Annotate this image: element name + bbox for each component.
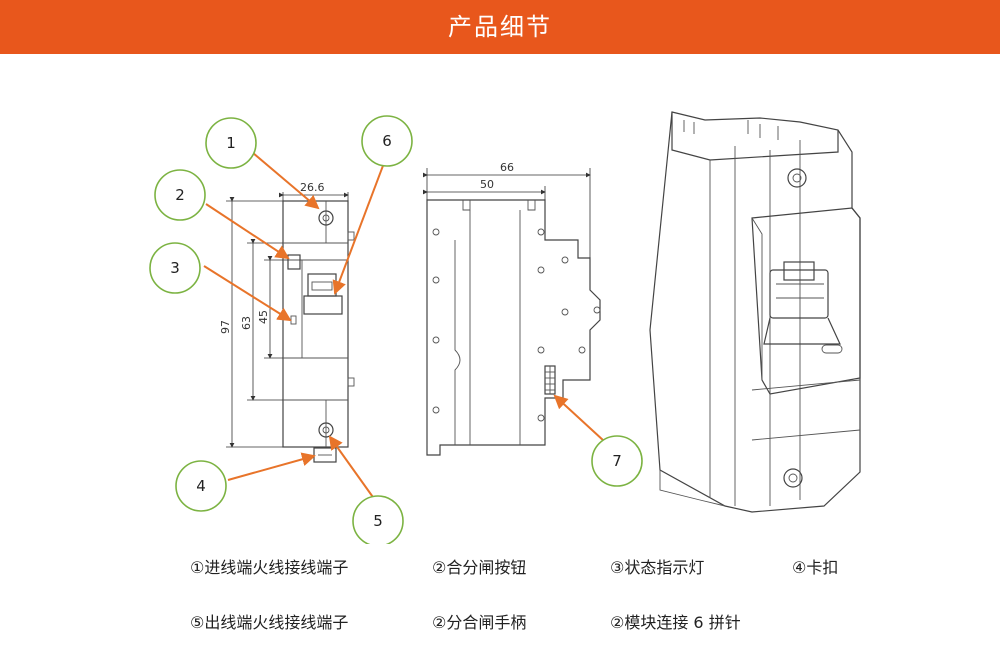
legend-item-5: ⑤出线端火线接线端子 — [190, 613, 349, 632]
callout-label-4: 4 — [196, 477, 206, 495]
callout-label-5: 5 — [373, 512, 383, 530]
callout-label-3: 3 — [170, 259, 180, 277]
page-title: 产品细节 — [448, 13, 552, 41]
callout-label-2: 2 — [175, 186, 185, 204]
callout-3: 3 — [149, 242, 201, 294]
product-drawing: 26.6 97 63 45 — [0, 54, 1000, 547]
legend-item-2: ②合分闸按钮 — [432, 558, 527, 577]
callout-5: 5 — [352, 495, 404, 547]
callout-4: 4 — [175, 460, 227, 512]
legend-item-3: ③状态指示灯 — [610, 558, 705, 577]
technical-drawing: 26.6 97 63 45 — [149, 111, 861, 547]
front-view: 26.6 97 63 45 — [219, 181, 355, 463]
callout-6: 6 — [361, 115, 413, 167]
callout-7: 7 — [591, 435, 643, 487]
legend-item-4: ④卡扣 — [792, 558, 839, 577]
dim-front-height-mid: 63 — [240, 316, 253, 330]
dim-front-height-total: 97 — [219, 320, 232, 334]
dim-front-height-inner: 45 — [257, 310, 270, 324]
legend-item-7: ②模块连接 6 拼针 — [610, 613, 741, 632]
dim-front-width: 26.6 — [300, 181, 325, 194]
callout-1: 1 — [205, 117, 257, 169]
callout-label-6: 6 — [382, 132, 392, 150]
dim-side-depth-body: 50 — [480, 178, 494, 191]
dim-side-depth-total: 66 — [500, 161, 514, 174]
leader-lines — [203, 152, 605, 501]
isometric-view — [649, 111, 861, 513]
header-bar: 产品细节 — [0, 0, 1000, 54]
callout-label-1: 1 — [226, 134, 236, 152]
callout-2: 2 — [154, 169, 206, 221]
legend-item-1: ①进线端火线接线端子 — [190, 558, 349, 577]
callout-label-7: 7 — [612, 452, 622, 470]
side-view: 66 50 — [423, 161, 601, 456]
legend-item-6: ②分合闸手柄 — [432, 613, 527, 632]
